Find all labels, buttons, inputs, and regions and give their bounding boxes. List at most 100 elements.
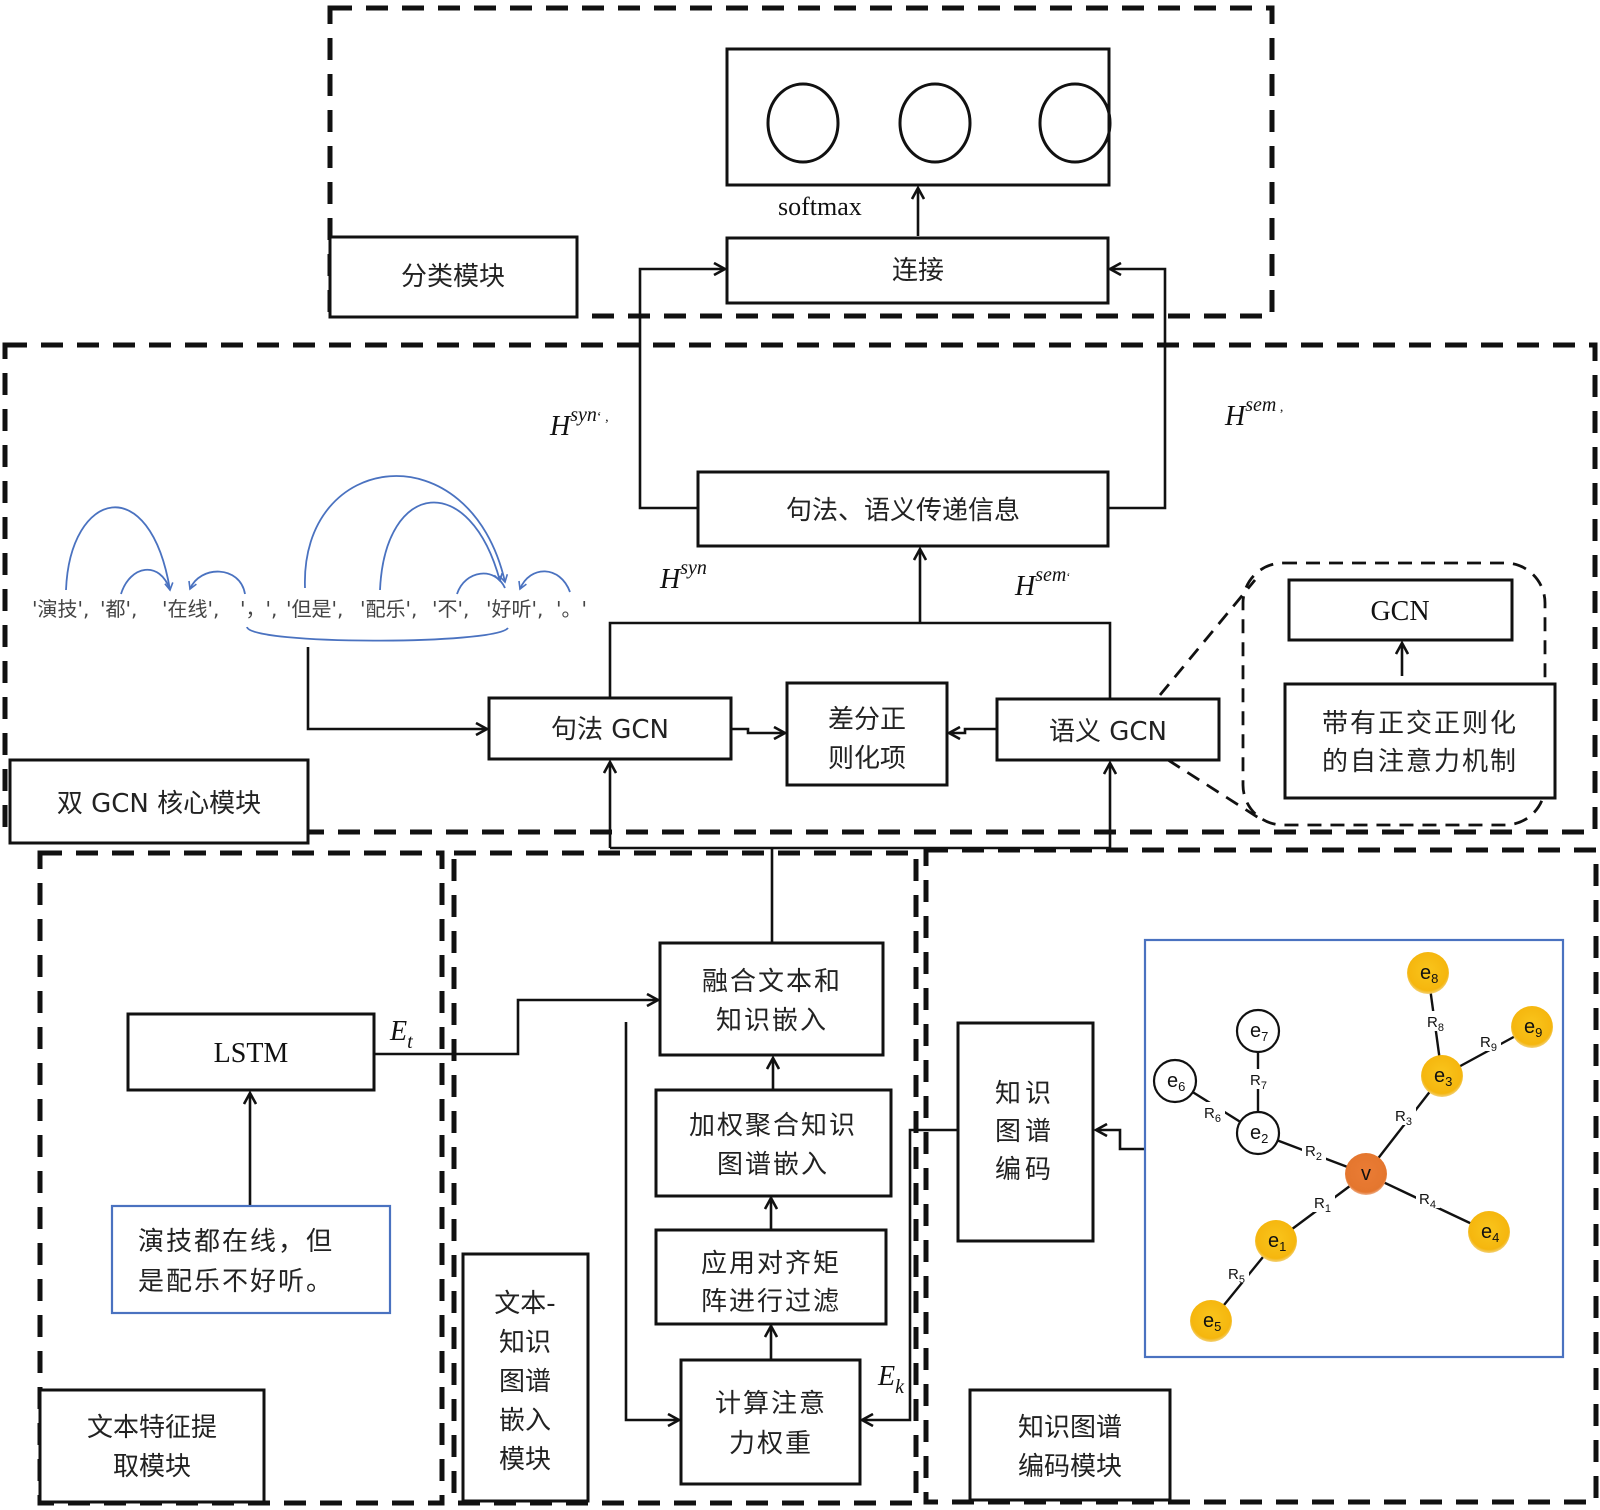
- graph-to-encoder-arrow: [1096, 1130, 1148, 1151]
- input-sentence-box: [110, 1204, 392, 1315]
- text-feature-module-label-1: 文本特征提: [87, 1413, 217, 1443]
- kg-edge-label-bg: [1477, 1031, 1501, 1051]
- kg-node-e7: [1235, 1008, 1281, 1054]
- h-sem-label: Hsem‘: [1014, 564, 1070, 602]
- attention-weight-box: [679, 1358, 862, 1486]
- output-node: [1038, 82, 1112, 164]
- sem-to-concat-line: [1108, 269, 1167, 510]
- fuse-box: [658, 941, 885, 1057]
- kg-edge-label-bg: [1225, 1263, 1249, 1283]
- dependency-token: '演技',: [32, 597, 89, 621]
- concat-label: 连接: [892, 256, 944, 286]
- syntax-gcn-box: [487, 696, 733, 761]
- kg-encoder-label-1: 知识: [995, 1079, 1055, 1109]
- zoom-guide-bottom: [1167, 758, 1263, 822]
- kg-node-e8: [1407, 952, 1449, 994]
- kg-node-e9: [1511, 1006, 1553, 1048]
- text-kg-module-frame: [451, 850, 919, 1506]
- classification-module-label: 分类模块: [401, 262, 505, 292]
- fuse-label-2: 知识嵌入: [716, 1006, 828, 1036]
- align-label-1: 应用对齐矩: [701, 1249, 841, 1279]
- transfer-info-label: 句法、语义传递信息: [786, 496, 1020, 526]
- attention-weight-label-1: 计算注意: [715, 1389, 827, 1419]
- dependency-token: '都',: [100, 597, 137, 621]
- syn-to-concat-line: [638, 269, 725, 510]
- kg-edge-label-bg: [1311, 1192, 1335, 1212]
- text-to-attention-arrow: [624, 1022, 679, 1420]
- dep-arc: [518, 570, 571, 593]
- h-sem-prime-label: Hsem ,: [1224, 394, 1283, 432]
- diff-reg-label-2: 则化项: [828, 744, 906, 774]
- input-sentence-line-1: 演技都在线，但: [138, 1227, 334, 1257]
- dependency-token: '。': [556, 597, 587, 621]
- dep-arc: [456, 572, 506, 595]
- lstm-to-fuse-arrow: [374, 1000, 658, 1056]
- fuse-label-1: 融合文本和: [702, 967, 842, 997]
- dependency-token: '不',: [432, 597, 469, 621]
- text-kg-module-label: 模块: [499, 1445, 551, 1475]
- semantic-to-diff-arrow: [949, 729, 997, 733]
- lstm-box: [126, 1012, 376, 1092]
- dependency-token: '在线',: [162, 597, 219, 621]
- weighted-label-1: 加权聚合知识: [689, 1111, 857, 1141]
- kg-node-e2: [1235, 1110, 1281, 1156]
- weighted-box: [654, 1088, 893, 1198]
- kg-module-label-1: 知识图谱: [1018, 1413, 1122, 1443]
- dependency-token: '，',: [240, 597, 277, 621]
- kg-node-e4: [1468, 1211, 1510, 1253]
- dual-gcn-module-label-box: [8, 758, 310, 845]
- ek-label: Ek: [877, 1361, 905, 1398]
- kg-edge-label-bg: [1201, 1102, 1225, 1122]
- kg-module-label-box: [968, 1388, 1172, 1502]
- classification-module-label-box: [328, 235, 579, 319]
- detail-gcn-label: GCN: [1370, 596, 1429, 627]
- kg-node-label: v: [1361, 1163, 1371, 1185]
- kg-encoder-label-3: 编码: [995, 1155, 1055, 1185]
- lstm-label: LSTM: [214, 1038, 289, 1069]
- text-kg-module-label: 文本-: [494, 1289, 555, 1319]
- dep-arc: [304, 475, 509, 589]
- semantic-gcn-label: 语义 GCN: [1049, 717, 1167, 747]
- dependency-token: '配乐',: [360, 597, 417, 621]
- kg-edge-label-bg: [1416, 1188, 1440, 1208]
- syntax-gcn-label: 句法 GCN: [551, 715, 669, 745]
- weighted-label-2: 图谱嵌入: [717, 1150, 829, 1180]
- text-feature-module-label-2: 取模块: [113, 1452, 191, 1482]
- text-feature-module-label-box: [38, 1388, 266, 1504]
- dep-arc: [65, 506, 174, 592]
- dep-arc: [246, 626, 509, 642]
- kg-encode-module-frame: [923, 847, 1599, 1505]
- kg-to-attention-arrow: [862, 1128, 960, 1420]
- text-kg-module-label: 图谱: [499, 1367, 551, 1397]
- kg-encoder-label-2: 图谱: [995, 1117, 1055, 1147]
- text-kg-module-label: 嵌入: [499, 1406, 551, 1436]
- output-node: [766, 82, 840, 164]
- dual-gcn-module-frame: [2, 342, 1598, 835]
- softmax-label: softmax: [778, 192, 862, 221]
- diff-reg-label-1: 差分正: [828, 705, 906, 735]
- concat-box: [725, 236, 1110, 305]
- kg-node-e3: [1421, 1055, 1463, 1097]
- input-sentence-line-2: 是配乐不好听。: [138, 1267, 334, 1297]
- kg-node-v: [1345, 1153, 1387, 1195]
- kg-encoder-box: [956, 1021, 1095, 1243]
- detail-gcn-box: [1287, 578, 1514, 642]
- et-label: Et: [389, 1016, 413, 1053]
- dep-arc: [120, 568, 171, 595]
- kg-edge-label-bg: [1392, 1105, 1416, 1125]
- classification-module-frame: [327, 5, 1275, 319]
- h-syn-prime-label: Hsyn‘ ,: [549, 404, 609, 442]
- text-kg-module-label: 知识: [499, 1328, 551, 1358]
- text-feature-module-frame: [37, 850, 445, 1506]
- kg-node-e1: [1255, 1220, 1297, 1262]
- output-node: [898, 82, 972, 164]
- kg-edge-label-bg: [1302, 1140, 1326, 1160]
- dependency-to-syntax-arrow: [306, 647, 487, 729]
- detail-attention-box: [1283, 682, 1557, 800]
- knowledge-graph-frame: [1143, 938, 1565, 1359]
- zoom-guide-top: [1158, 579, 1257, 696]
- semantic-gcn-box: [995, 697, 1221, 762]
- output-layer-box: [725, 47, 1111, 187]
- syntax-to-diff-arrow: [731, 729, 785, 733]
